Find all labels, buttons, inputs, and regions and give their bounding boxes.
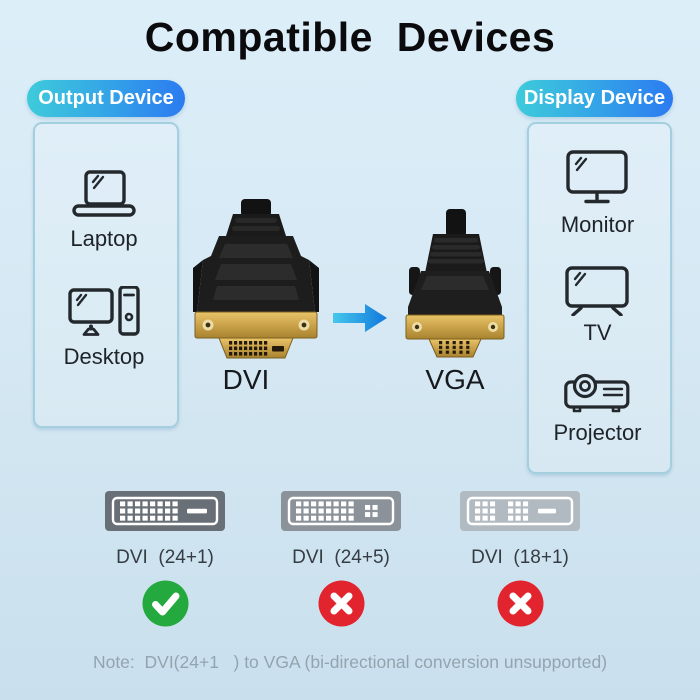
check-icon — [142, 580, 189, 627]
dvi-connector-image — [190, 199, 322, 362]
output-device-box — [33, 122, 179, 428]
projector-icon — [564, 368, 630, 416]
page-title: Compatible Devices — [144, 14, 556, 60]
display-device-badge: Display Device — [516, 80, 673, 117]
monitor-label: Monitor — [560, 212, 635, 237]
cross-icon — [318, 580, 365, 627]
dvi-24plus5-connector-diagram — [281, 491, 401, 531]
laptop-icon — [72, 170, 136, 220]
vga-connector-image — [402, 209, 508, 361]
output-device-badge: Output Device — [27, 80, 185, 117]
dvi-label: DVI — [222, 364, 270, 395]
desktop-icon — [68, 286, 140, 338]
vga-label: VGA — [425, 364, 485, 395]
dvi-24plus1-label: DVI (24+1) — [116, 547, 214, 568]
dvi-18plus1-label: DVI (18+1) — [471, 547, 569, 568]
tv-label: TV — [583, 320, 612, 345]
display-device-box — [527, 122, 672, 474]
laptop-label: Laptop — [70, 226, 138, 251]
projector-label: Projector — [553, 420, 642, 445]
dvi-18plus1-connector-diagram — [460, 491, 580, 531]
dvi-24plus1-connector-diagram — [105, 491, 225, 531]
monitor-icon — [566, 150, 628, 206]
tv-icon — [565, 266, 629, 316]
note-text: Note: DVI(24+1 ) to VGA (bi-directional … — [92, 652, 608, 672]
arrow-right-icon — [333, 302, 389, 334]
desktop-label: Desktop — [63, 344, 145, 369]
cross-icon — [497, 580, 544, 627]
dvi-24plus5-label: DVI (24+5) — [292, 547, 390, 568]
